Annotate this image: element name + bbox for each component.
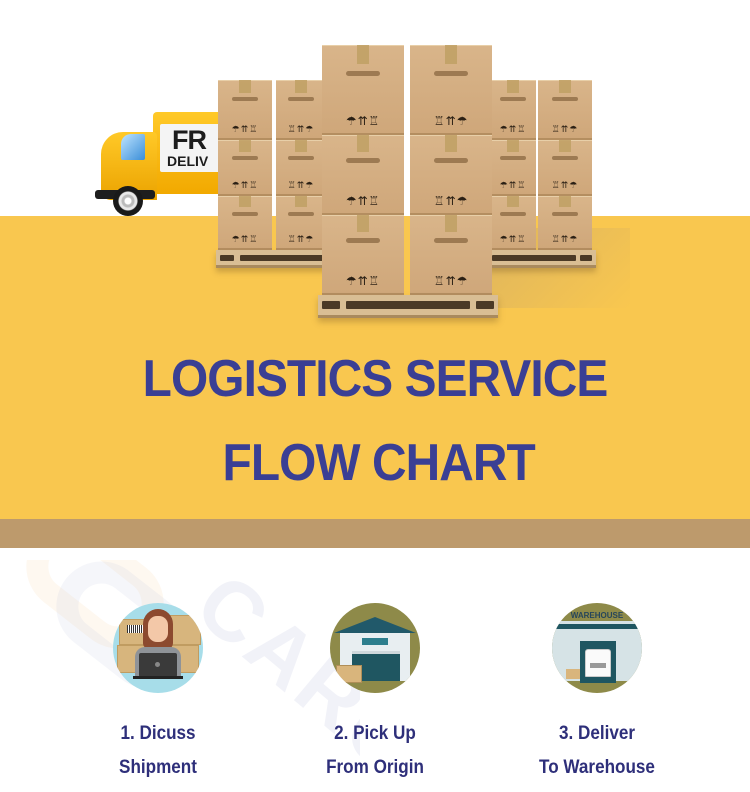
wooden-pallet: [216, 250, 328, 268]
truck-sign-line2: DELIV: [167, 153, 209, 169]
cardboard-box: ♖⇈☂: [410, 135, 492, 215]
cardboard-box: ☂⇈♖: [218, 140, 272, 196]
step-2: 2. Pick Up From Origin: [275, 603, 475, 785]
warehouse-delivery-icon: WAREHOUSE: [552, 603, 642, 693]
hero-divider-strip: [0, 519, 750, 548]
cardboard-box: ♖⇈☂: [410, 45, 492, 135]
cardboard-box: ♖⇈☂: [538, 140, 592, 196]
cardboard-box: ♖⇈☂: [538, 80, 592, 140]
cardboard-box: ☂⇈♖: [490, 140, 536, 196]
cardboard-box: ☂⇈♖: [490, 80, 536, 140]
step-1-title: 1. Dicuss: [120, 723, 196, 744]
truck-sign-line1: FR: [172, 125, 207, 155]
cardboard-box: ☂⇈♖: [322, 45, 404, 135]
wooden-pallet: [488, 250, 596, 268]
page-title-line1: LOGISTICS SERVICE: [142, 350, 609, 408]
cardboard-box: ♖⇈☂: [276, 80, 326, 140]
step-1-subtitle: Shipment: [119, 757, 197, 778]
step-3: WAREHOUSE 3. Deliver To Warehouse: [497, 603, 697, 785]
cardboard-box: ☂⇈♖: [490, 196, 536, 250]
cardboard-box: ♖⇈☂: [410, 215, 492, 295]
cardboard-box: ☂⇈♖: [322, 215, 404, 295]
truck-wheel-icon: [113, 186, 143, 216]
step-1: 1. Dicuss Shipment: [58, 603, 258, 785]
page-title-line2: FLOW CHART: [222, 434, 536, 492]
step-3-title: 3. Deliver: [558, 723, 636, 744]
wooden-pallet: [318, 295, 498, 318]
cardboard-box: ☂⇈♖: [322, 135, 404, 215]
customer-service-icon: [113, 603, 203, 693]
cardboard-box: ♖⇈☂: [276, 196, 326, 250]
delivery-truck-illustration: FR DELIV: [93, 112, 243, 217]
step-3-subtitle: To Warehouse: [539, 757, 655, 778]
warehouse-pickup-icon: [330, 603, 420, 693]
cardboard-box: ♖⇈☂: [276, 140, 326, 196]
step-2-subtitle: From Origin: [326, 757, 424, 778]
warehouse-sign: WAREHOUSE: [570, 611, 624, 620]
step-2-title: 2. Pick Up: [334, 723, 416, 744]
cardboard-box: ☂⇈♖: [218, 196, 272, 250]
cardboard-box: ♖⇈☂: [538, 196, 592, 250]
truck-window: [121, 134, 145, 160]
cardboard-box: ☂⇈♖: [218, 80, 272, 140]
